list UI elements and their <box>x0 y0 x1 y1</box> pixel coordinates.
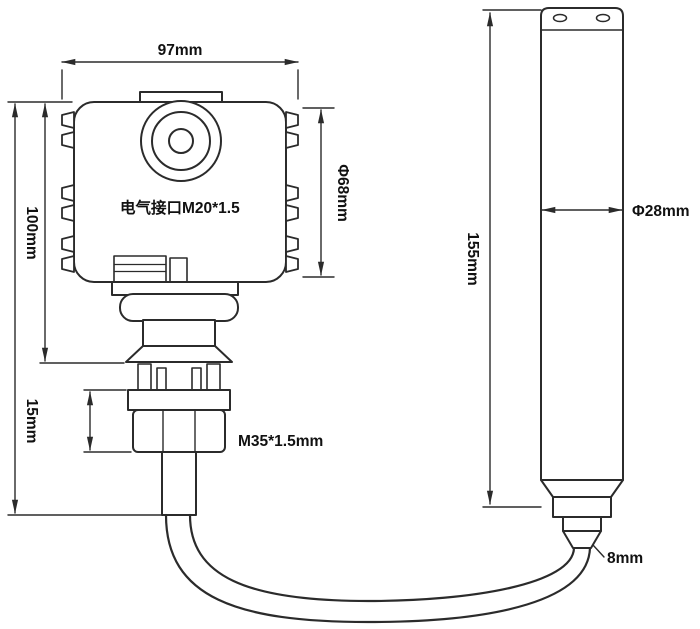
rib <box>285 111 299 129</box>
rib <box>285 204 299 222</box>
flange-plate <box>127 389 231 411</box>
housing-ribs-left <box>61 111 75 273</box>
probe-vent-hole <box>552 13 568 23</box>
rib <box>285 235 299 253</box>
rib <box>61 255 75 273</box>
hex-nut <box>132 409 226 453</box>
rib <box>61 235 75 253</box>
bolt <box>156 367 167 391</box>
label-housing-width: 97mm <box>158 42 203 59</box>
neck-collar <box>119 293 239 322</box>
bolt <box>206 363 221 391</box>
bolt <box>137 363 152 391</box>
terminal-box <box>113 255 167 283</box>
probe-body <box>540 7 624 481</box>
neck-flare <box>125 345 233 363</box>
label-housing-height: 100mm <box>23 206 40 259</box>
rib <box>61 204 75 222</box>
rib <box>285 131 299 149</box>
label-probe-diameter: Φ28mm <box>632 203 690 220</box>
dimension-lines <box>7 9 623 558</box>
label-flange-height: 15mm <box>23 399 40 444</box>
probe-lower-band <box>552 496 612 518</box>
probe-gland-band <box>562 516 602 532</box>
hex-nut-body <box>132 409 226 453</box>
cable-outer-edge <box>164 513 592 624</box>
drawing-root: 97mm 100mm 电气接口M20*1.5 Φ68mm 15mm M35*1.… <box>7 7 690 624</box>
leader-line-cable <box>592 544 605 558</box>
clamp-bolts <box>137 363 221 391</box>
cable-gland <box>562 530 602 549</box>
cable-inner-edge <box>188 513 576 603</box>
label-housing-diameter: Φ68mm <box>334 164 351 222</box>
label-electrical-port: 电气接口M20*1.5 <box>120 198 240 217</box>
rib <box>285 255 299 273</box>
neck-tube <box>142 319 216 347</box>
rib <box>61 111 75 129</box>
label-probe-length: 155mm <box>464 232 481 285</box>
conduit-box <box>169 257 188 283</box>
cable <box>164 513 592 624</box>
transmitter-housing <box>61 91 299 516</box>
labels: 97mm 100mm 电气接口M20*1.5 Φ68mm 15mm M35*1.… <box>23 42 690 567</box>
rib <box>61 184 75 202</box>
terminal-block <box>113 255 188 283</box>
label-thread-spec: M35*1.5mm <box>238 433 323 450</box>
probe-taper <box>540 479 624 498</box>
threaded-stem <box>161 451 197 516</box>
neck <box>119 293 239 363</box>
bolt <box>191 367 202 391</box>
rib <box>61 131 75 149</box>
probe <box>540 7 624 549</box>
rib <box>285 184 299 202</box>
lens-inner-circle <box>168 128 194 154</box>
housing-ribs-right <box>285 111 299 273</box>
label-cable-diameter: 8mm <box>607 550 643 567</box>
probe-vent-hole <box>595 13 611 23</box>
